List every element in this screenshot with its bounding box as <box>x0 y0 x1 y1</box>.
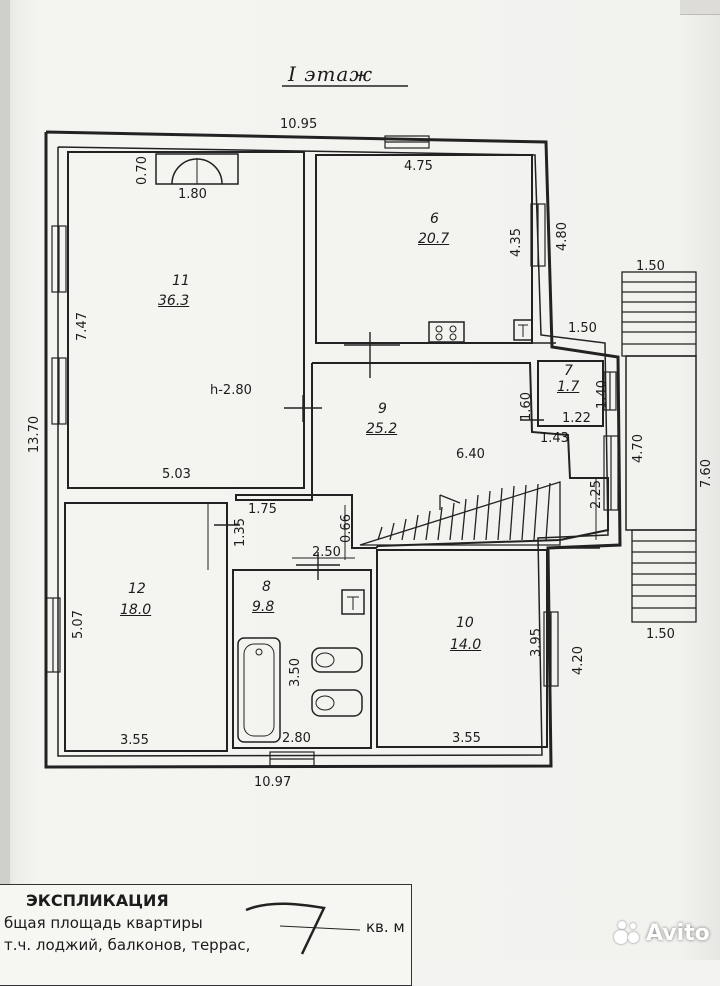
dim-right-total: 7.60 <box>698 459 714 488</box>
room-11-number: 11 <box>172 273 190 289</box>
room-6-area: 20.7 <box>418 231 450 247</box>
dim-r8-side: 3.50 <box>287 658 303 687</box>
dim-porch-bottom: 1.50 <box>646 627 675 642</box>
boiler-icon <box>341 589 365 615</box>
room-12-outline <box>64 502 228 752</box>
room-8-area: 9.8 <box>252 599 275 615</box>
porch-stairs-bottom <box>631 529 697 623</box>
dim-top-total: 10.95 <box>280 117 318 132</box>
dim-r9-nook-w: 1.75 <box>248 502 277 517</box>
title-underline <box>282 85 408 87</box>
dim-r9-side: 4.70 <box>630 434 646 463</box>
dim-r10-side-inner: 3.95 <box>528 628 544 657</box>
dim-r12-side: 5.07 <box>70 610 86 639</box>
dim-left-total: 13.70 <box>27 415 43 454</box>
room-10-area: 14.0 <box>450 637 482 653</box>
dim-r9-nook-h: 1.35 <box>232 518 248 547</box>
r11-ceiling-height: h-2.80 <box>210 383 252 398</box>
handwritten-signature <box>245 902 361 955</box>
dim-r8-top: 2.50 <box>312 545 341 560</box>
room-9-outline <box>235 362 609 549</box>
dim-r11-side: 7.47 <box>74 312 90 341</box>
dim-r7-h: 1.60 <box>518 392 534 421</box>
dim-r6-side-inner: 4.35 <box>508 228 524 257</box>
room-6-outline <box>315 154 533 344</box>
room-9-area: 25.2 <box>366 421 398 437</box>
dim-r8-bottom: 2.80 <box>282 731 311 746</box>
avito-text: Avito <box>646 920 710 946</box>
dim-r10-side-outer: 4.20 <box>570 646 586 675</box>
dim-r9-small: 0.66 <box>338 514 354 543</box>
dim-r7-outer-w: 1.43 <box>540 431 569 446</box>
room-11-area: 36.3 <box>158 293 190 309</box>
room-12-area: 18.0 <box>120 602 152 618</box>
room-9-number: 9 <box>378 401 387 417</box>
stove-icon <box>428 321 465 343</box>
dim-r7-side: 1.40 <box>594 380 610 409</box>
room-10-outline <box>376 549 548 748</box>
dim-r7-inner-w: 1.22 <box>562 411 591 426</box>
dim-r6-step: 1.50 <box>568 321 597 336</box>
dim-r10-bottom: 3.55 <box>452 731 481 746</box>
scanned-sheet <box>0 0 720 960</box>
legend-unit: кв. м <box>366 918 405 936</box>
dim-r9-width: 6.40 <box>456 447 485 462</box>
legend-line-1: бщая площадь квартиры <box>4 914 203 932</box>
room-10-number: 10 <box>456 615 474 631</box>
windows <box>45 135 619 767</box>
dim-r11-bottom: 5.03 <box>162 467 191 482</box>
avito-logo-icon <box>614 920 640 946</box>
floor-title: I этаж <box>288 62 374 86</box>
dim-stair-side: 2.25 <box>588 480 604 509</box>
dim-porch-top: 1.50 <box>636 259 665 274</box>
avito-watermark: Avito <box>614 920 710 946</box>
room-7-outline <box>537 360 604 427</box>
floor-plan-drawing <box>44 130 697 769</box>
dim-r12-bottom: 3.55 <box>120 733 149 748</box>
room-11-outline <box>67 151 305 489</box>
outer-wall <box>44 130 622 769</box>
room-8-outline <box>232 569 372 749</box>
room-7-area: 1.7 <box>557 379 580 395</box>
toilet-icon-1 <box>311 647 363 673</box>
dim-bottom-total: 10.97 <box>254 775 292 790</box>
corner-tab <box>680 0 720 15</box>
doors <box>214 332 600 580</box>
dim-r11-niche-w: 1.80 <box>178 187 207 202</box>
porch-stairs-top <box>621 271 697 357</box>
legend-title: ЭКСПЛИКАЦИЯ <box>26 891 169 910</box>
legend-line-2: т.ч. лоджий, балконов, террас, <box>4 936 251 954</box>
outer-wall-inner <box>57 146 609 757</box>
room-6-number: 6 <box>430 211 439 227</box>
room-8-number: 8 <box>262 579 271 595</box>
toilet-icon-2 <box>311 689 363 717</box>
scan-edge-shadow <box>0 0 10 960</box>
dim-r6-top: 4.75 <box>404 159 433 174</box>
dim-r11-niche-h: 0.70 <box>134 156 150 185</box>
water-heater-icon <box>513 319 533 341</box>
staircase <box>359 481 561 546</box>
room-12-number: 12 <box>128 581 146 597</box>
bathtub-icon <box>237 637 281 743</box>
dim-r6-side-outer: 4.80 <box>554 222 570 251</box>
room-7-number: 7 <box>564 363 573 379</box>
dimension-marks <box>200 478 597 570</box>
